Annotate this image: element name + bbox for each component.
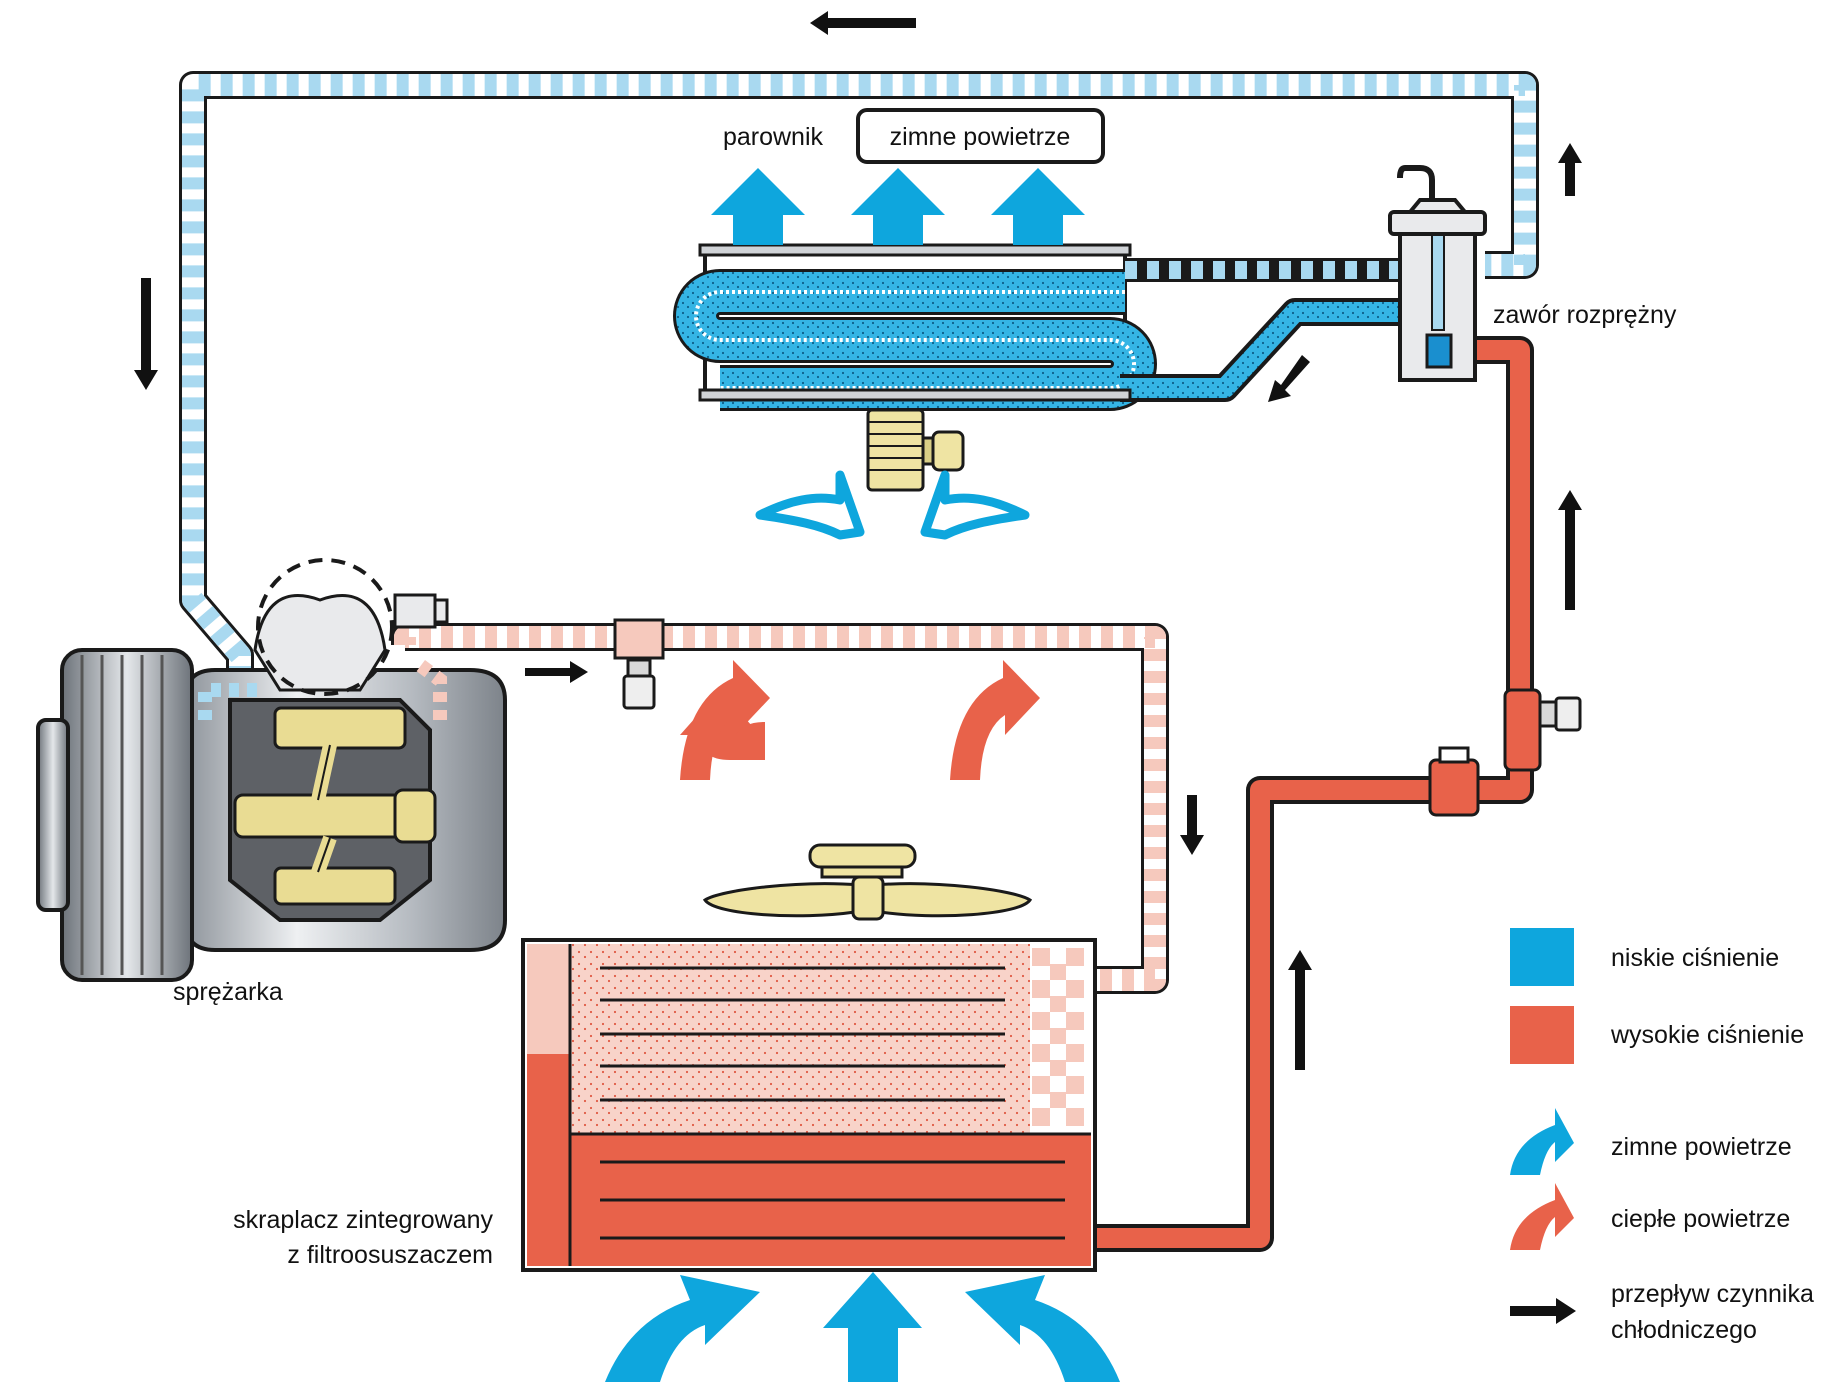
legend-flow-label-line2: chłodniczego: [1611, 1316, 1757, 1344]
discharge-line: [391, 623, 1169, 994]
legend-cold-air-arrow-icon: [1510, 1108, 1574, 1175]
service-port-low: [613, 618, 665, 710]
intake-air-arrows: [755, 470, 1030, 540]
compressor: [36, 558, 507, 982]
suction-line: [179, 71, 1539, 700]
evaporator: [673, 243, 1420, 411]
legend-flow-label-line1: przepływ czynnika: [1611, 1280, 1814, 1308]
condenser-label-line1: skraplacz zintegrowany: [233, 1206, 493, 1234]
liquid-line: [1095, 336, 1534, 1252]
evaporator-label: parownik: [723, 123, 824, 151]
condenser-label-line2: z filtroosuszaczem: [287, 1241, 493, 1269]
expansion-valve-label: zawór rozprężny: [1493, 301, 1677, 329]
compressor-label: sprężarka: [173, 978, 283, 1006]
legend-warm-air-label: ciepłe powietrze: [1611, 1205, 1790, 1233]
blower-fan: [866, 408, 965, 492]
cold-air-label: zimne powietrze: [890, 123, 1071, 151]
sight-glass: [1428, 746, 1480, 817]
warm-air-arrows: [680, 660, 1040, 780]
service-port-high: [1503, 688, 1582, 772]
flow-arrows: [134, 11, 1582, 1070]
condenser-fan: [702, 843, 1033, 921]
legend-high-pressure-swatch: [1510, 1006, 1574, 1064]
legend-low-pressure-swatch: [1510, 928, 1574, 986]
cold-air-arrows-condenser: [605, 1272, 1120, 1382]
legend-cold-air-label: zimne powietrze: [1611, 1133, 1792, 1161]
condenser: [521, 938, 1097, 1272]
legend: niskie ciśnienie wysokie ciśnienie zimne…: [1510, 928, 1814, 1344]
legend-high-pressure-label: wysokie ciśnienie: [1610, 1021, 1804, 1049]
legend-low-pressure-label: niskie ciśnienie: [1611, 944, 1779, 972]
cold-air-label-box: [856, 108, 1105, 164]
legend-warm-air-arrow-icon: [1510, 1183, 1574, 1250]
legend-flow-arrow-icon: [1510, 1298, 1576, 1324]
expansion-valve: [1388, 165, 1487, 382]
cold-air-arrows-evaporator: [711, 168, 1085, 245]
